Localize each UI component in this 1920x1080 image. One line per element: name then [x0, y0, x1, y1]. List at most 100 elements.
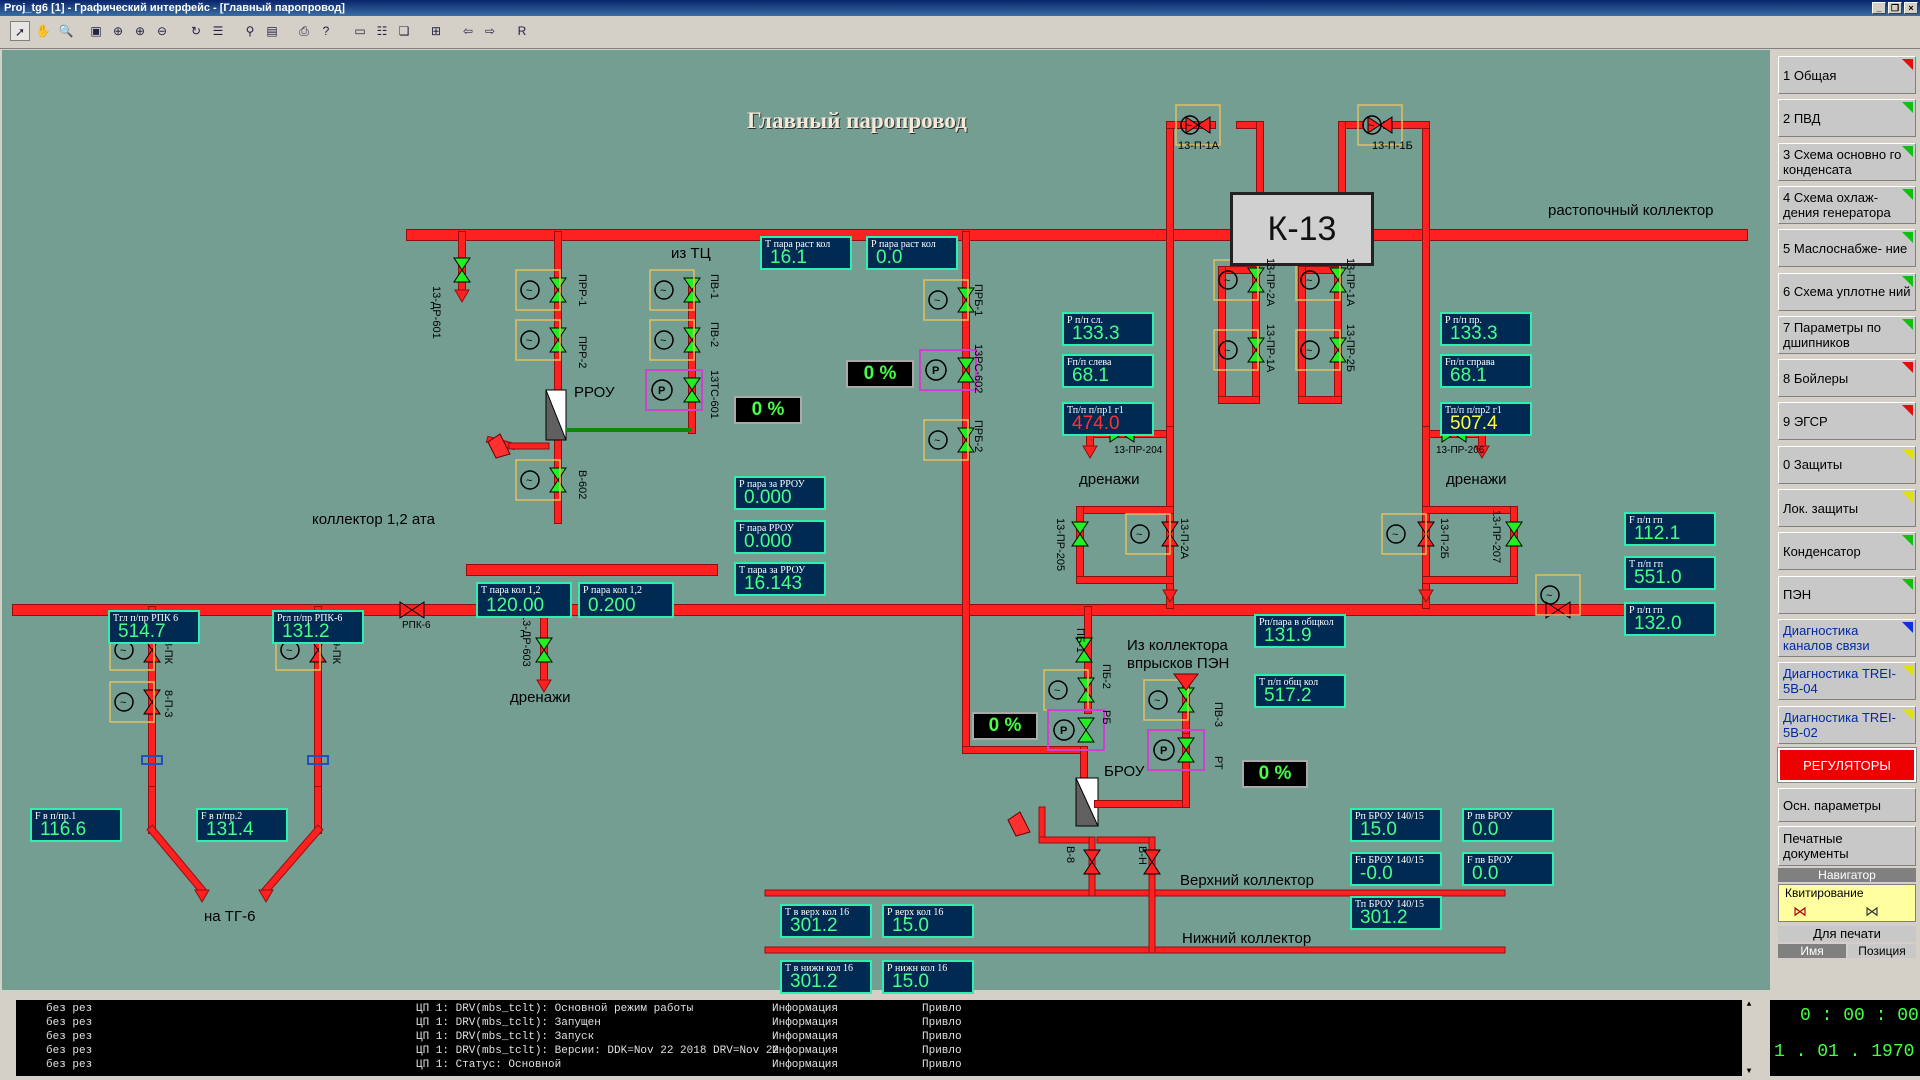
- readout-fp-brou[interactable]: Fп БРОУ 140/15-0.0: [1350, 852, 1442, 886]
- steam-arrow-icon: [1007, 811, 1031, 837]
- nav-button-13[interactable]: ПЭН: [1778, 575, 1916, 614]
- zoom-one-icon[interactable]: ▣: [90, 24, 102, 38]
- nav-button-3[interactable]: 3 Схема основно го конденсата: [1778, 142, 1916, 181]
- regulators-button[interactable]: РЕГУЛЯТОРЫ: [1777, 747, 1917, 783]
- valve-icon: [683, 327, 701, 341]
- position-column-button[interactable]: Позиция: [1848, 944, 1916, 958]
- nav-button-1[interactable]: 1 Общая: [1778, 56, 1916, 94]
- nav-button-14[interactable]: Диагностика каналов связи: [1778, 618, 1916, 657]
- chart-icon[interactable]: ⊞: [430, 24, 442, 38]
- log-scrollbar[interactable]: ▲ ▼: [1742, 1000, 1756, 1076]
- nav-button-5[interactable]: 5 Маслоснабже- ние: [1778, 229, 1916, 268]
- save-icon[interactable]: ▤: [266, 24, 278, 38]
- kvit-button[interactable]: Квитирование ⋈ ⋈: [1778, 884, 1916, 922]
- main-params-button[interactable]: Осн. параметры: [1778, 788, 1916, 822]
- nav-button-6[interactable]: 6 Схема уплотне ний: [1778, 272, 1916, 311]
- scroll-up-icon[interactable]: ▲: [1746, 1000, 1752, 1009]
- motor-icon: [1362, 115, 1382, 135]
- valve-icon: [1505, 521, 1523, 535]
- nav-button-7[interactable]: 7 Параметры по дшипников: [1778, 315, 1916, 354]
- close-button[interactable]: ×: [1904, 2, 1918, 14]
- nav-button-11[interactable]: Лок. защиты: [1778, 489, 1916, 527]
- readout-value: 514.7: [118, 621, 166, 642]
- cascade-icon[interactable]: ❏: [398, 24, 410, 38]
- boiler-k13[interactable]: К-13: [1230, 192, 1374, 266]
- nav-button-8[interactable]: 8 Бойлеры: [1778, 359, 1916, 398]
- nav-button-12[interactable]: Конденсатор: [1778, 532, 1916, 571]
- nav-button-15[interactable]: Диагностика TREI-5B-04: [1778, 662, 1916, 701]
- log-cell: Информация: [772, 1059, 839, 1071]
- nav-button-10[interactable]: 0 Защиты: [1778, 445, 1916, 484]
- hand-icon[interactable]: ✋: [35, 24, 51, 38]
- zoom-out-icon[interactable]: ⊖: [156, 24, 168, 38]
- magnifier-icon[interactable]: 🔍: [58, 24, 74, 38]
- nav-button-16[interactable]: Диагностика TREI-5B-02: [1778, 705, 1916, 744]
- valve-label-b602: В-602: [576, 470, 588, 500]
- valve-label-prr1: ПРР-1: [576, 274, 588, 307]
- valve-icon: [957, 299, 975, 313]
- minimize-button[interactable]: _: [1872, 2, 1886, 14]
- window-icon[interactable]: ▭: [354, 24, 366, 38]
- refresh-icon[interactable]: ↻: [190, 24, 202, 38]
- readout-label: F п/п гп: [1629, 515, 1663, 526]
- tile-icon[interactable]: ☷: [376, 24, 388, 38]
- list-icon[interactable]: ☰: [212, 24, 224, 38]
- name-column-button[interactable]: Имя: [1778, 944, 1846, 958]
- status-flag-icon: [1902, 362, 1913, 374]
- binoculars-icon[interactable]: ⚲: [245, 24, 255, 38]
- back-arrow-icon[interactable]: ⇦: [462, 24, 474, 38]
- nav-button-2[interactable]: 2 ПВД: [1778, 99, 1916, 138]
- zoom-in-icon[interactable]: ⊕: [134, 24, 146, 38]
- readout-p-sl[interactable]: Р п/п сл.133.3: [1062, 312, 1154, 346]
- print-docs-button[interactable]: Печатные документы: [1778, 826, 1916, 866]
- motor-sign: ~: [1306, 275, 1312, 287]
- scroll-down-icon[interactable]: ▼: [1746, 1067, 1752, 1076]
- print-icon[interactable]: ⎙: [299, 24, 309, 38]
- restore-button[interactable]: ❐: [1888, 2, 1902, 14]
- readout-label: Fп/п слева: [1067, 357, 1112, 368]
- forward-arrow-icon[interactable]: ⇨: [484, 24, 496, 38]
- readout-p-pr[interactable]: Р п/п пр.133.3: [1440, 312, 1532, 346]
- zoom-fit-icon[interactable]: ⊕: [112, 24, 124, 38]
- r-button[interactable]: R: [517, 24, 527, 38]
- pointer-icon[interactable]: ➚: [10, 21, 30, 41]
- valve-icon: [143, 701, 161, 715]
- nav-button-4[interactable]: 4 Схема охлаж- дения генератора: [1778, 185, 1916, 224]
- nav-button-9[interactable]: 9 ЭГСР: [1778, 402, 1916, 441]
- help-icon[interactable]: ?: [322, 24, 330, 38]
